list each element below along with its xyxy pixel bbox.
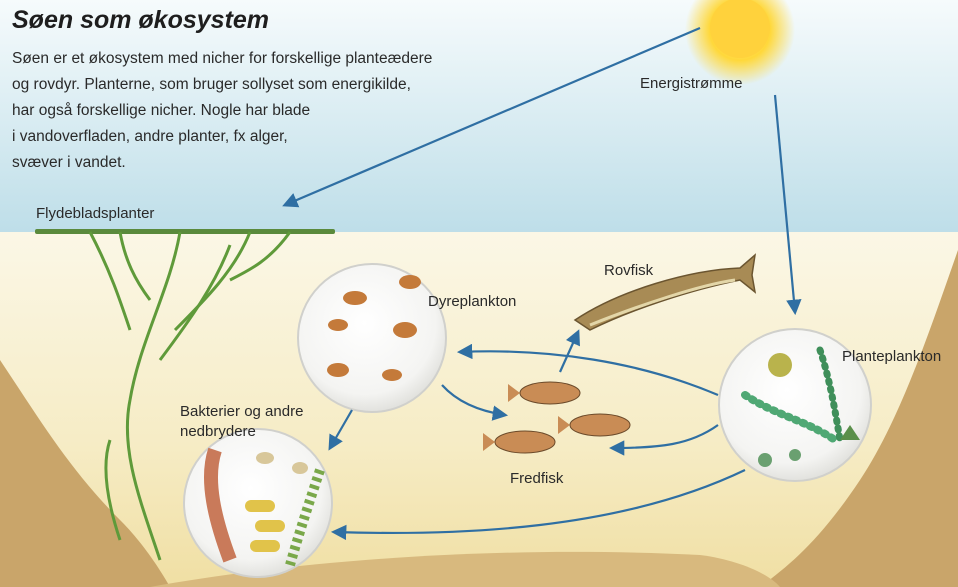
intro-line: har også forskellige nicher. Nogle har b… xyxy=(12,98,432,124)
page-title: Søen som økosystem xyxy=(12,6,269,35)
predatory-fish-label: Rovfisk xyxy=(604,262,653,279)
intro-line: Søen er et økosystem med nicher for fors… xyxy=(12,46,432,72)
decomposers-label-line: nedbrydere xyxy=(180,422,303,442)
phytoplankton-label: Planteplankton xyxy=(842,348,941,365)
intro-text: Søen er et økosystem med nicher for fors… xyxy=(12,46,432,176)
decomposers-label: Bakterier og andre nedbrydere xyxy=(180,402,303,442)
decomposers-label-line: Bakterier og andre xyxy=(180,402,303,422)
zooplankton-circle xyxy=(298,264,446,412)
prey-fish-label: Fredfisk xyxy=(510,470,563,487)
intro-line: i vandoverfladen, andre planter, fx alge… xyxy=(12,124,432,150)
sun-disc xyxy=(710,0,770,58)
energy-flow-label: Energistrømme xyxy=(640,75,743,92)
intro-line: og rovdyr. Planterne, som bruger sollyse… xyxy=(12,72,432,98)
intro-line: svæver i vandet. xyxy=(12,150,432,176)
floating-plants-label: Flydebladsplanter xyxy=(36,205,154,222)
zooplankton-label: Dyreplankton xyxy=(428,293,516,310)
